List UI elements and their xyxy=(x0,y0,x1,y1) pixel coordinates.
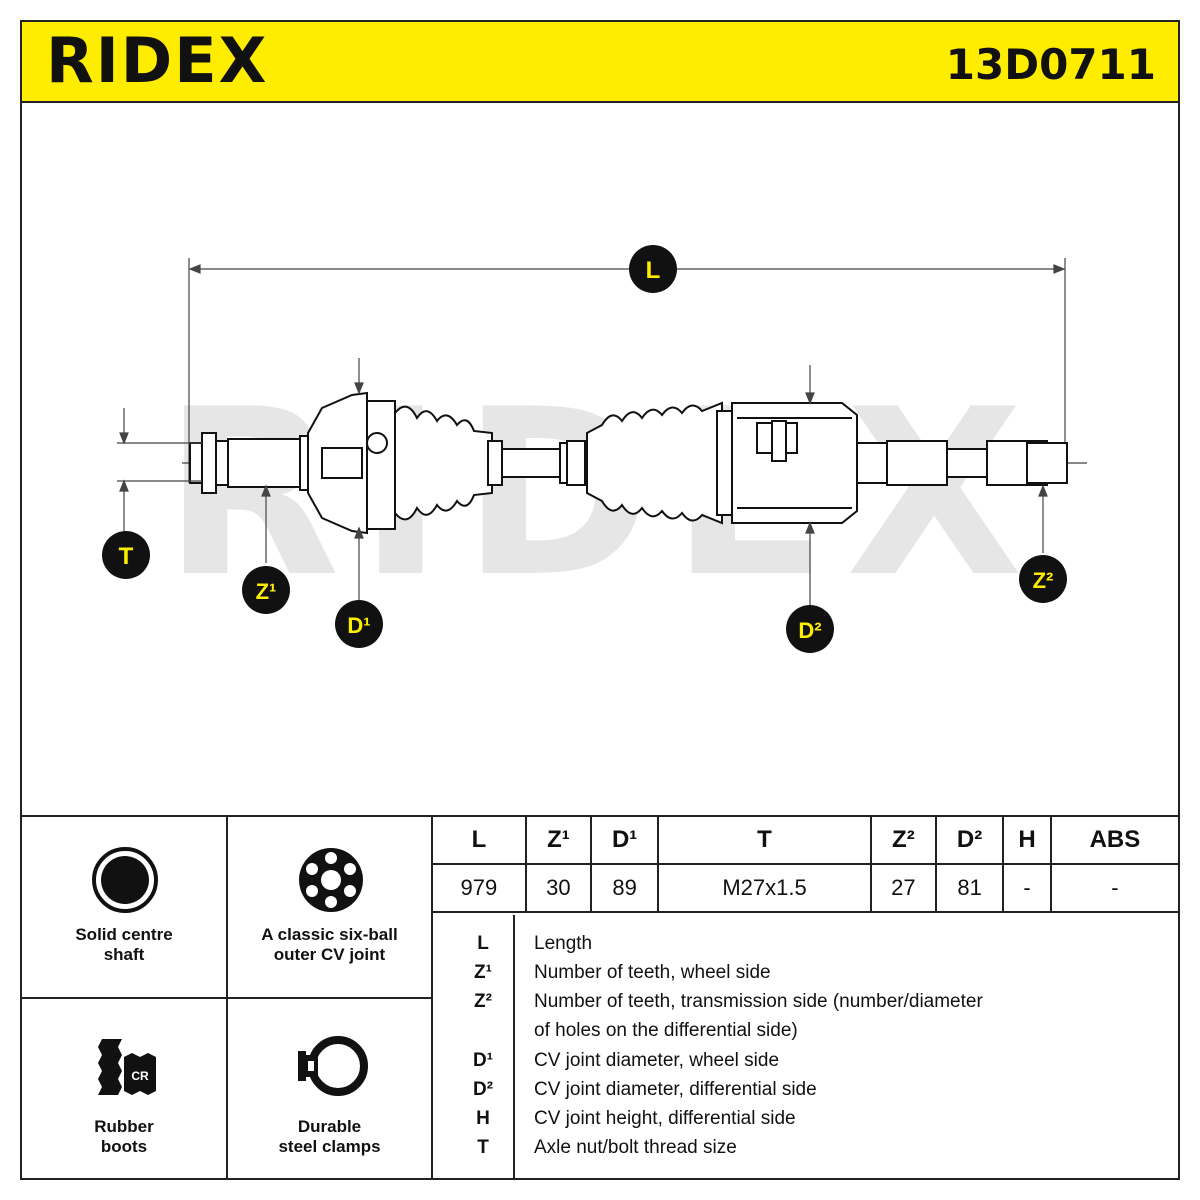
legend-key: D¹ xyxy=(472,1050,494,1071)
legend-desc: of holes on the differential side) xyxy=(534,1020,798,1041)
spec-header: L xyxy=(433,817,527,865)
spec-value: - xyxy=(1002,863,1052,913)
legend-desc: Number of teeth, wheel side xyxy=(534,962,771,983)
spec-header-row: L Z¹ D¹ T Z² D² H ABS xyxy=(433,817,1178,865)
callout-D2-text: D² xyxy=(798,618,821,643)
legend-key: T xyxy=(477,1137,489,1158)
product-sheet: RIDEX 13D0711 RIDEX xyxy=(20,20,1180,1180)
solid-shaft-icon xyxy=(92,847,158,913)
spec-value: - xyxy=(1049,863,1178,913)
spec-header: ABS xyxy=(1049,817,1178,865)
spec-header: D² xyxy=(934,817,1005,865)
callout-L-text: L xyxy=(646,257,661,284)
callout-L: L xyxy=(629,245,677,293)
spec-header: H xyxy=(1002,817,1052,865)
steel-clamp-icon xyxy=(298,1036,368,1096)
legend-key: D² xyxy=(472,1079,494,1100)
spec-value-row: 979 30 89 M27x1.5 27 81 - - xyxy=(433,863,1178,913)
spec-value: 979 xyxy=(433,863,527,913)
callout-Z1: Z¹ xyxy=(242,566,290,614)
thread-dimension xyxy=(117,408,202,543)
spec-header: D¹ xyxy=(589,817,660,865)
pointer-lines xyxy=(261,358,1048,608)
legend-desc: Number of teeth, transmission side (numb… xyxy=(534,991,983,1012)
spec-header: Z² xyxy=(869,817,937,865)
legend-desc: CV joint height, differential side xyxy=(534,1108,796,1129)
callout-Z2-text: Z² xyxy=(1033,568,1054,593)
callout-T-text: T xyxy=(119,543,134,570)
legend-desc: CV joint diameter, differential side xyxy=(534,1079,817,1100)
rubber-boot-icon: CR xyxy=(98,1039,156,1095)
part-number: 13D0711 xyxy=(945,40,1156,89)
callout-D1: D¹ xyxy=(335,600,383,648)
six-ball-joint-icon xyxy=(299,848,363,912)
shaft-body xyxy=(182,391,1087,535)
spec-value: 27 xyxy=(869,863,937,913)
spec-value: 81 xyxy=(934,863,1005,913)
drive-shaft-diagram: RIDEX xyxy=(22,103,1178,815)
callout-Z1-text: Z¹ xyxy=(256,579,277,604)
cr-badge-text: CR xyxy=(131,1069,149,1083)
legend-desc: Axle nut/bolt thread size xyxy=(534,1137,737,1158)
legend-desc: Length xyxy=(534,933,593,954)
brand-logo: RIDEX xyxy=(46,24,269,97)
spec-value: M27x1.5 xyxy=(657,863,872,913)
header-bar: RIDEX 13D0711 xyxy=(22,22,1178,103)
callout-D1-text: D¹ xyxy=(347,613,370,638)
legend-key: Z¹ xyxy=(474,962,492,983)
callout-D2: D² xyxy=(786,605,834,653)
callout-T: T xyxy=(102,531,150,579)
legend: L Length Z¹ Number of teeth, wheel side Z²… xyxy=(433,915,1178,1180)
legend-key: L xyxy=(477,933,489,954)
spec-value: 30 xyxy=(524,863,592,913)
spec-header: Z¹ xyxy=(524,817,592,865)
drive-shaft-drawing: RIDEX xyxy=(102,245,1087,653)
callout-Z2: Z² xyxy=(1019,555,1067,603)
spec-header: T xyxy=(657,817,872,865)
spec-table: L Z¹ D¹ T Z² D² H ABS 979 30 89 M27x1.5 … xyxy=(433,817,1178,913)
legend-key: Z² xyxy=(474,991,492,1012)
spec-value: 89 xyxy=(589,863,660,913)
legend-desc: CV joint diameter, wheel side xyxy=(534,1050,780,1071)
legend-divider xyxy=(513,915,515,1180)
legend-key: H xyxy=(476,1108,490,1129)
